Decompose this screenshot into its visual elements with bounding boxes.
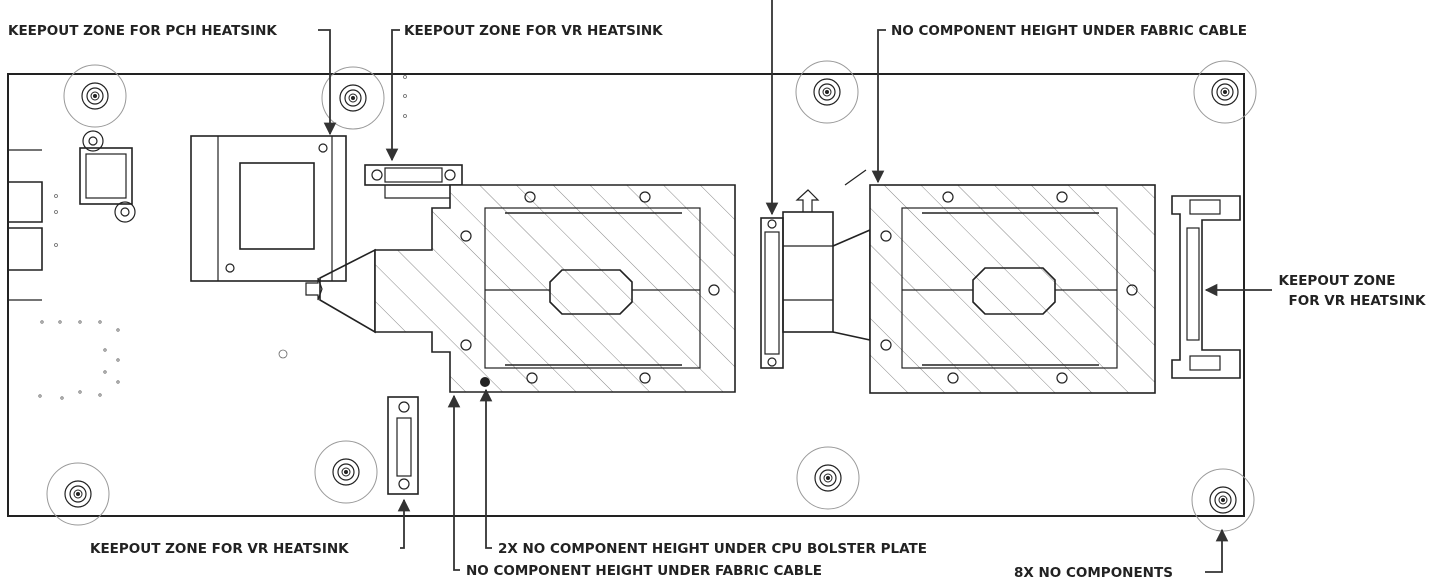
left-component <box>79 130 136 223</box>
leader-lines <box>318 0 1272 573</box>
label-vr-heatsink-zone-bottom: KEEPOUT ZONE FOR VR HEATSINK <box>90 541 349 557</box>
vr-heatsink-bottom <box>387 396 419 495</box>
vr-heatsink-right <box>1171 195 1241 379</box>
cpu-socket-1-keepout <box>374 184 736 393</box>
label-fabric-cable-bottom: NO COMPONENT HEIGHT UNDER FABRIC CABLE <box>466 563 822 579</box>
left-edge-connectors <box>8 149 43 301</box>
label-fabric-cable-top: NO COMPONENT HEIGHT UNDER FABRIC CABLE <box>891 23 1247 39</box>
label-vr-heatsink-zone-top: KEEPOUT ZONE FOR VR HEATSINK <box>404 23 663 39</box>
label-cpu-bolster-plate: 2X NO COMPONENT HEIGHT UNDER CPU BOLSTER… <box>498 541 927 557</box>
label-vr-heatsink-zone-right-1: KEEPOUT ZONE <box>1279 273 1396 289</box>
label-pch-heatsink-zone: KEEPOUT ZONE FOR PCH HEATSINK <box>8 23 277 39</box>
label-vr-heatsink-zone-right-2: FOR VR HEATSINK <box>1289 293 1427 309</box>
cpu-socket-2-keepout <box>844 169 1156 394</box>
pch-heatsink-keepout <box>190 135 347 282</box>
label-no-components: 8X NO COMPONENTS <box>1014 565 1173 581</box>
vias <box>38 75 407 400</box>
fabric-cable-middle <box>760 189 871 369</box>
vr-heatsink-top <box>364 164 463 199</box>
